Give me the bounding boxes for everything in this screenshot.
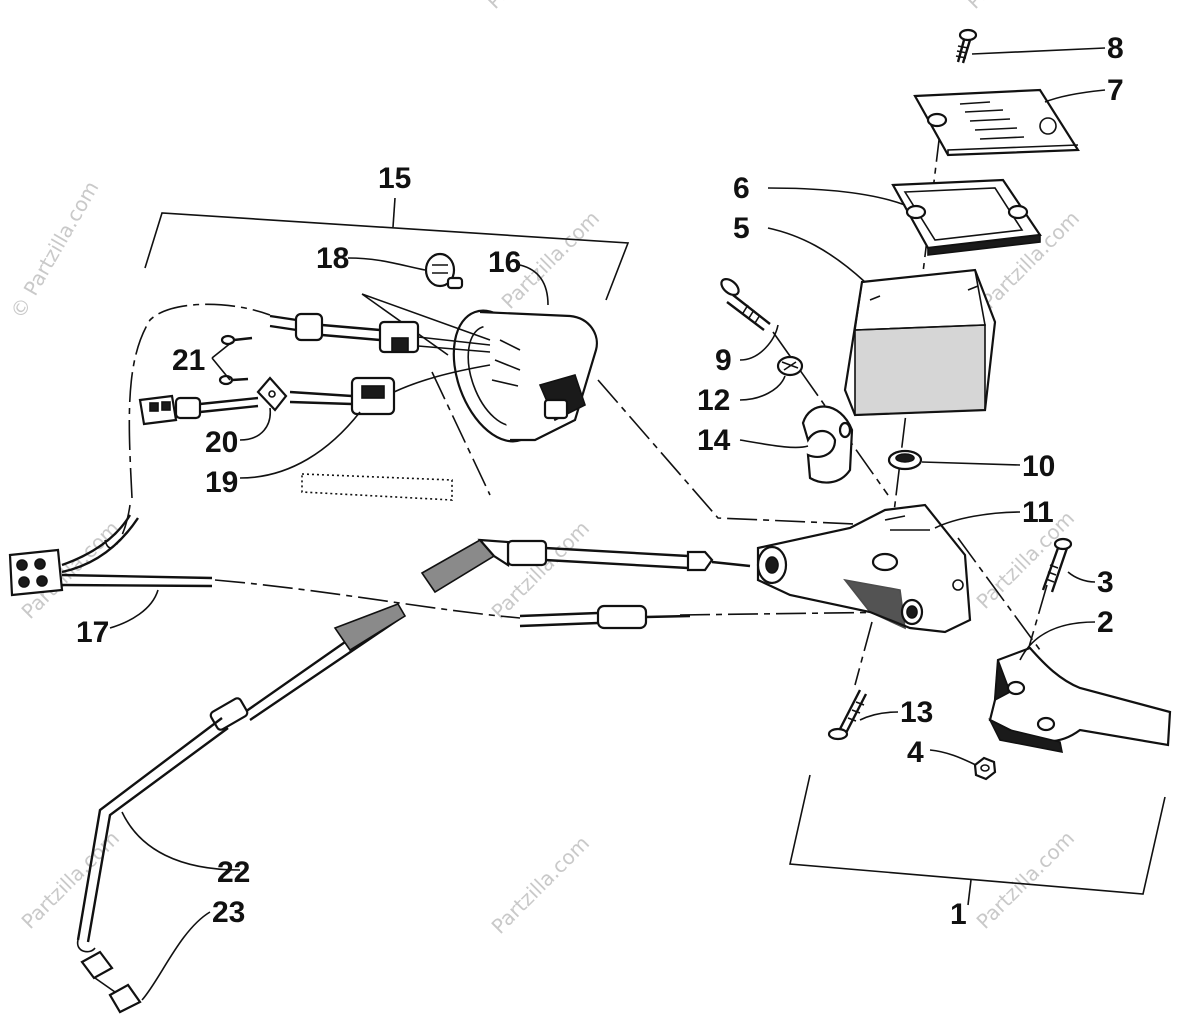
clamp-part-14 — [801, 405, 854, 484]
callout-22: 22 — [217, 856, 250, 889]
switch-plate-part-20 — [256, 376, 288, 412]
cable-sleeve — [301, 473, 453, 501]
reservoir-cover-part-7 — [913, 88, 1080, 157]
watermark-tile: Partzilla.com — [972, 826, 1079, 933]
wire-harness-part-17 — [8, 514, 213, 597]
callout-3: 3 — [1097, 566, 1114, 599]
callout-15: 15 — [378, 162, 411, 195]
leader-lines — [109, 47, 1106, 1001]
callout-2: 2 — [1097, 606, 1114, 639]
banjo-fitting-part-23 — [80, 950, 142, 1014]
brake-lever-part-2 — [988, 646, 1172, 754]
watermark-tile: Partzilla.com — [962, 0, 1069, 14]
callout-16: 16 — [488, 246, 521, 279]
brake-line-part-22 — [76, 603, 407, 953]
callout-10: 10 — [1022, 450, 1055, 483]
switch-housing-part-16 — [452, 309, 598, 443]
watermark-tile: Partzilla.com — [17, 826, 124, 933]
callout-20: 20 — [205, 426, 238, 459]
connector-part-19 — [289, 364, 491, 416]
bolt-part-9 — [720, 277, 771, 331]
watermark-layer: © Partzilla.com Partzilla.com Partzilla.… — [6, 0, 1084, 939]
nut-part-4 — [973, 756, 997, 781]
master-cylinder-body-part-11 — [756, 503, 972, 634]
callout-6: 6 — [733, 172, 750, 205]
callout-labels: 1 2 3 4 5 6 7 8 9 10 11 12 13 14 15 16 1… — [76, 32, 1124, 931]
watermark-tile: Partzilla.com — [482, 0, 589, 14]
callout-21: 21 — [172, 344, 205, 377]
callout-7: 7 — [1107, 74, 1124, 107]
pivot-bolt-part-3 — [1041, 537, 1073, 593]
callout-18: 18 — [316, 242, 349, 275]
callout-13: 13 — [900, 696, 933, 729]
oring-part-10 — [887, 449, 923, 471]
watermark-tile: Partzilla.com — [487, 831, 594, 938]
screw-part-8 — [955, 28, 978, 64]
callout-8: 8 — [1107, 32, 1124, 65]
watermark-vertical: © Partzilla.com — [6, 177, 104, 323]
screw-part-13 — [827, 689, 868, 741]
callout-14: 14 — [697, 424, 731, 457]
screws-part-21 — [218, 334, 253, 386]
watermark-tile: Partzilla.com — [487, 516, 594, 623]
bulb-part-18 — [424, 252, 464, 290]
callout-19: 19 — [205, 466, 238, 499]
callout-9: 9 — [715, 344, 732, 377]
rear-connector — [138, 394, 259, 426]
brake-hose-upper — [420, 538, 751, 594]
group-bracket-1 — [789, 774, 1166, 906]
switch-wiring — [269, 312, 491, 354]
brake-light-switch-wire — [519, 604, 691, 630]
callout-4: 4 — [907, 736, 924, 769]
callout-12: 12 — [697, 384, 730, 417]
callout-23: 23 — [212, 896, 245, 929]
washer-part-12 — [776, 355, 804, 377]
reservoir-part-5 — [843, 268, 997, 417]
callout-5: 5 — [733, 212, 750, 245]
callout-11: 11 — [1022, 496, 1054, 529]
group-bracket-15 — [144, 197, 630, 301]
callout-1: 1 — [950, 898, 967, 931]
callout-17: 17 — [76, 616, 109, 649]
gasket-part-6 — [891, 178, 1042, 256]
